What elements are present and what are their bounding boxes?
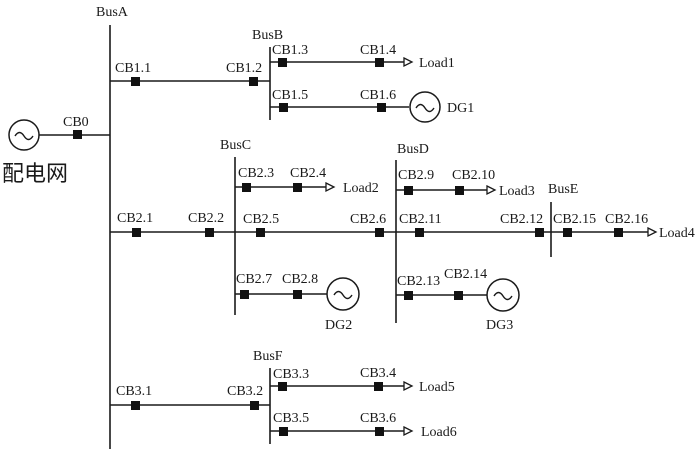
breaker-label-cb2-6: CB2.6 xyxy=(350,212,386,227)
breaker-label-cb1-4: CB1.4 xyxy=(360,43,396,58)
breaker-cb1-2[interactable] xyxy=(249,77,258,86)
dg2-wave-icon xyxy=(333,290,353,300)
breaker-label-cb2-4: CB2.4 xyxy=(290,166,326,181)
breaker-label-cb2-2: CB2.2 xyxy=(188,211,224,226)
load3-arrow-icon xyxy=(486,184,497,196)
breaker-cb3-1[interactable] xyxy=(131,401,140,410)
breaker-label-cb0: CB0 xyxy=(63,115,89,130)
breaker-cb2-12[interactable] xyxy=(535,228,544,237)
breaker-cb1-1[interactable] xyxy=(131,77,140,86)
breaker-label-cb1-1: CB1.1 xyxy=(115,61,151,76)
breaker-label-cb3-2: CB3.2 xyxy=(227,384,263,399)
breaker-label-cb2-3: CB2.3 xyxy=(238,166,274,181)
breaker-cb2-6[interactable] xyxy=(375,228,384,237)
breaker-cb1-6[interactable] xyxy=(377,103,386,112)
grid-label: 配电网 xyxy=(2,162,68,187)
breaker-cb2-2[interactable] xyxy=(205,228,214,237)
generator-label-dg2: DG2 xyxy=(325,318,352,333)
load-label-4: Load4 xyxy=(659,226,695,241)
bus-label-d: BusD xyxy=(397,142,429,157)
breaker-cb2-7[interactable] xyxy=(240,290,249,299)
breaker-label-cb3-1: CB3.1 xyxy=(116,384,152,399)
breaker-label-cb2-15: CB2.15 xyxy=(553,212,596,227)
breaker-cb2-4[interactable] xyxy=(293,183,302,192)
breaker-cb3-3[interactable] xyxy=(278,382,287,391)
breaker-cb2-14[interactable] xyxy=(454,291,463,300)
breaker-label-cb2-9: CB2.9 xyxy=(398,168,434,183)
breaker-label-cb1-3: CB1.3 xyxy=(272,43,308,58)
breaker-cb2-15[interactable] xyxy=(563,228,572,237)
breaker-label-cb3-6: CB3.6 xyxy=(360,411,396,426)
breaker-label-cb2-8: CB2.8 xyxy=(282,272,318,287)
breaker-label-cb2-12: CB2.12 xyxy=(500,212,543,227)
breaker-cb3-2[interactable] xyxy=(250,401,259,410)
breaker-cb3-4[interactable] xyxy=(374,382,383,391)
dg3-wave-icon xyxy=(493,291,513,301)
breaker-cb0[interactable] xyxy=(73,130,82,139)
breaker-label-cb2-7: CB2.7 xyxy=(236,272,272,287)
breaker-label-cb2-14: CB2.14 xyxy=(444,267,487,282)
generator-label-dg3: DG3 xyxy=(486,318,513,333)
breaker-label-cb2-11: CB2.11 xyxy=(399,212,442,227)
breaker-label-cb2-16: CB2.16 xyxy=(605,212,648,227)
load-label-3: Load3 xyxy=(499,184,535,199)
breaker-cb2-1[interactable] xyxy=(132,228,141,237)
bus-label-b: BusB xyxy=(252,28,283,43)
load-label-2: Load2 xyxy=(343,181,379,196)
load6-arrow-icon xyxy=(403,425,414,437)
breaker-label-cb1-2: CB1.2 xyxy=(226,61,262,76)
load-label-5: Load5 xyxy=(419,380,455,395)
breaker-label-cb2-10: CB2.10 xyxy=(452,168,495,183)
generator-label-dg1: DG1 xyxy=(447,101,474,116)
bus-label-a: BusA xyxy=(96,5,129,20)
load2-arrow-icon xyxy=(325,181,336,193)
breaker-label-cb2-5: CB2.5 xyxy=(243,212,279,227)
breaker-cb2-5[interactable] xyxy=(256,228,265,237)
bus-label-e: BusE xyxy=(548,182,578,197)
breaker-label-cb1-5: CB1.5 xyxy=(272,88,308,103)
breaker-label-cb3-5: CB3.5 xyxy=(273,411,309,426)
ac-wave-icon xyxy=(14,131,34,141)
load5-arrow-icon xyxy=(403,380,414,392)
dg1-wave-icon xyxy=(415,103,435,113)
breaker-label-cb2-1: CB2.1 xyxy=(117,211,153,226)
breaker-cb2-8[interactable] xyxy=(293,290,302,299)
breaker-cb1-3[interactable] xyxy=(278,58,287,67)
breaker-cb3-5[interactable] xyxy=(279,427,288,436)
load4-arrow-icon xyxy=(647,226,658,238)
breaker-cb1-4[interactable] xyxy=(375,58,384,67)
breaker-label-cb3-3: CB3.3 xyxy=(273,367,309,382)
bus-label-c: BusC xyxy=(220,138,251,153)
breaker-cb2-11[interactable] xyxy=(415,228,424,237)
load-label-6: Load6 xyxy=(421,425,457,440)
breaker-cb2-3[interactable] xyxy=(242,183,251,192)
bus-label-f: BusF xyxy=(253,349,283,364)
breaker-label-cb3-4: CB3.4 xyxy=(360,366,396,381)
breaker-cb3-6[interactable] xyxy=(375,427,384,436)
breaker-cb2-10[interactable] xyxy=(455,186,464,195)
breaker-cb1-5[interactable] xyxy=(279,103,288,112)
load-label-1: Load1 xyxy=(419,56,455,71)
breaker-cb2-9[interactable] xyxy=(404,186,413,195)
breaker-label-cb2-13: CB2.13 xyxy=(397,274,440,289)
breaker-cb2-13[interactable] xyxy=(404,291,413,300)
load1-arrow-icon xyxy=(403,56,414,68)
breaker-cb2-16[interactable] xyxy=(614,228,623,237)
breaker-label-cb1-6: CB1.6 xyxy=(360,88,396,103)
